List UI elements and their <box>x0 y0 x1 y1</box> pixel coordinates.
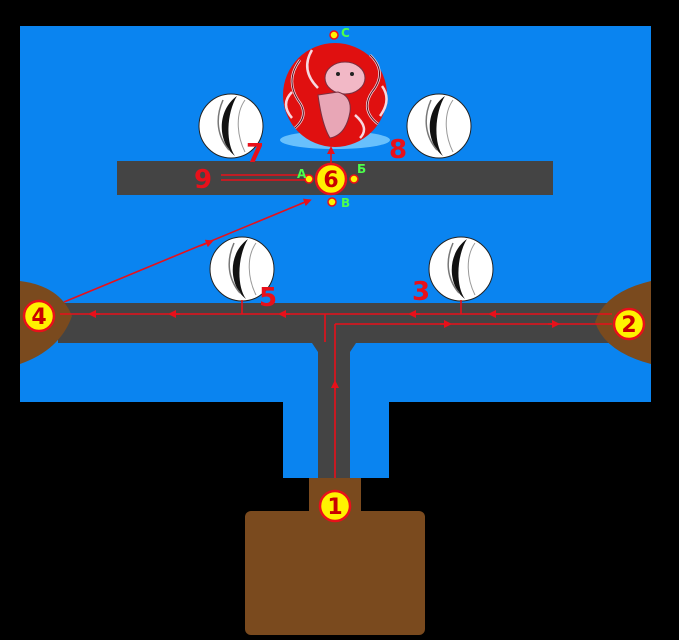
white-orb-icon <box>428 236 494 302</box>
svg-text:1: 1 <box>327 495 342 520</box>
marker-1[interactable]: 1 <box>318 489 352 523</box>
marker-6[interactable]: 6 <box>314 162 348 196</box>
svg-text:6: 6 <box>323 168 338 193</box>
svg-text:2: 2 <box>621 313 636 338</box>
point-label-s: С <box>341 26 350 40</box>
marker-2[interactable]: 2 <box>612 307 646 341</box>
number-9: 9 <box>194 165 212 195</box>
number-8: 8 <box>389 135 407 165</box>
number-7: 7 <box>246 139 264 169</box>
white-orb-icon <box>406 93 472 159</box>
point-label-b: Б <box>357 162 366 176</box>
octopus-boss-icon <box>280 43 390 149</box>
svg-text:4: 4 <box>31 305 46 330</box>
number-3: 3 <box>412 277 430 307</box>
main-corridor <box>58 303 622 478</box>
number-5: 5 <box>259 283 277 313</box>
point-label-v: В <box>341 196 350 210</box>
route-path <box>60 146 612 478</box>
entrance-block <box>245 511 425 635</box>
point-label-a: А <box>297 167 307 181</box>
marker-4[interactable]: 4 <box>22 299 56 333</box>
